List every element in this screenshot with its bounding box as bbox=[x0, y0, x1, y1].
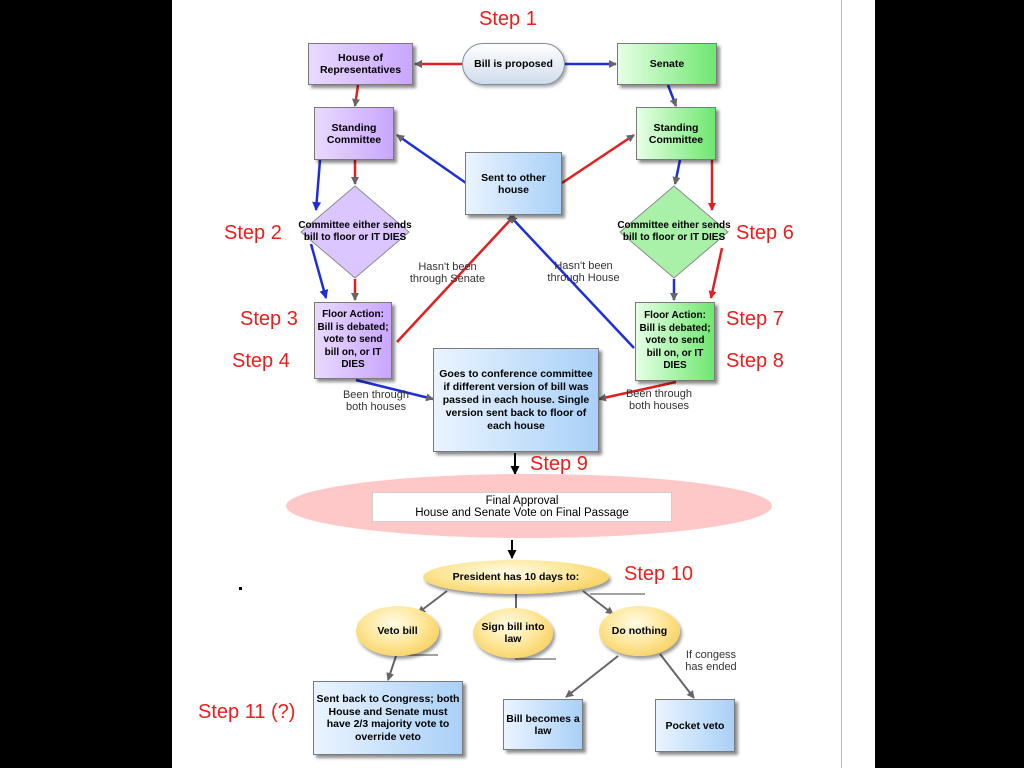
conference-committee-node: Goes to conference committee if differen… bbox=[433, 348, 599, 452]
label-through-both-right: Been through both houses bbox=[625, 388, 693, 412]
final-approval-subtitle: House and Senate Vote on Final Passage bbox=[415, 507, 629, 519]
final-approval-box: Final Approval House and Senate Vote on … bbox=[372, 492, 672, 522]
label-not-through-house: Hasn't been through House bbox=[547, 260, 620, 284]
house-decision-text: Committee either sends bill to floor or … bbox=[298, 220, 412, 243]
pocket-veto-node: Pocket veto bbox=[655, 699, 735, 752]
step-7-label: Step 7 bbox=[726, 308, 784, 330]
senate-committee-node: Standing Committee bbox=[636, 107, 716, 160]
house-committee-node: Standing Committee bbox=[314, 107, 394, 160]
step-8-label: Step 8 bbox=[726, 350, 784, 372]
step-3-label: Step 3 bbox=[240, 308, 298, 330]
house-node: House of Representatives bbox=[308, 43, 413, 85]
override-node: Sent back to Congress; both House and Se… bbox=[313, 681, 463, 755]
president-node: President has 10 days to: bbox=[423, 560, 609, 594]
senate-node: Senate bbox=[617, 43, 717, 85]
house-decision-diamond bbox=[300, 185, 410, 279]
bill-proposed-node: Bill is proposed bbox=[462, 43, 565, 85]
final-approval-title: Final Approval bbox=[485, 495, 559, 507]
sent-to-other-house-node: Sent to other house bbox=[465, 152, 562, 215]
bill-becomes-law-node: Bill becomes a law bbox=[503, 699, 583, 750]
senate-floor-node: Floor Action: Bill is debated; vote to s… bbox=[635, 302, 715, 381]
label-congress-ended: If congess has ended bbox=[685, 649, 737, 673]
house-floor-node: Floor Action: Bill is debated; vote to s… bbox=[314, 302, 392, 379]
step-2-label: Step 2 bbox=[224, 222, 282, 244]
step-10-label: Step 10 bbox=[624, 563, 693, 585]
step-11-label: Step 11 (?) bbox=[198, 701, 296, 723]
label-through-both-left: Been through both houses bbox=[342, 389, 410, 413]
step-1-label: Step 1 bbox=[479, 8, 537, 30]
slide-edge-line bbox=[841, 0, 842, 768]
senate-decision-text: Committee either sends bill to floor or … bbox=[617, 220, 731, 243]
step-9-label: Step 9 bbox=[530, 453, 588, 475]
stray-dot bbox=[239, 587, 242, 590]
label-not-through-senate: Hasn't been through Senate bbox=[409, 261, 486, 285]
sign-bill-node: Sign bill into law bbox=[473, 608, 553, 658]
step-6-label: Step 6 bbox=[736, 222, 794, 244]
veto-bill-node: Veto bill bbox=[356, 606, 439, 656]
do-nothing-node: Do nothing bbox=[599, 606, 680, 656]
senate-decision-diamond bbox=[619, 185, 729, 279]
step-4-label: Step 4 bbox=[232, 350, 290, 372]
